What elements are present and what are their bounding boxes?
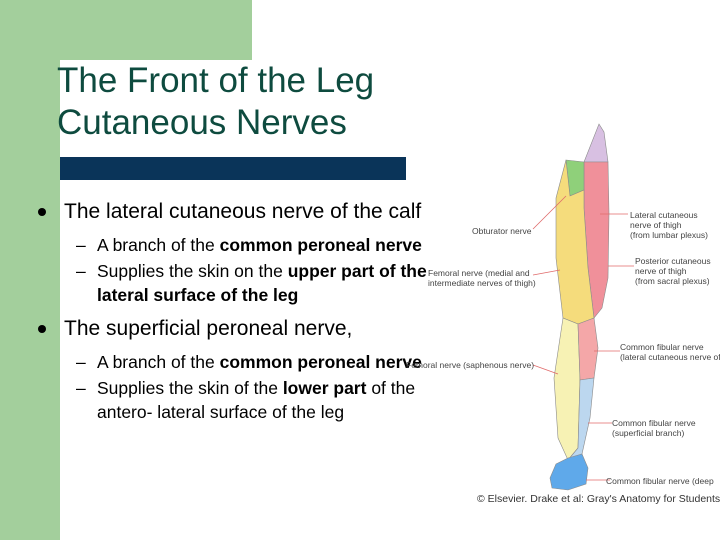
bullet-text-pre: The (64, 317, 107, 340)
label-obturator: Obturator nerve (472, 226, 532, 236)
label-line: Femoral nerve (medial and (428, 268, 530, 278)
bullet-lateral-calf: The lateral cutaneous nerve of the calf … (38, 198, 428, 307)
label-line: nerve of thigh (630, 220, 682, 230)
sub-text-bold: upper part of the lateral surface of the… (97, 261, 427, 305)
label-common-fibular-deep: Common fibular nerve (deep (606, 476, 714, 486)
label-femoral-saphenous: Femoral nerve (saphenous nerve) (406, 360, 535, 370)
accent-bar-left (0, 0, 60, 540)
label-line: intermediate nerves of thigh) (428, 278, 536, 288)
label-femoral-medial: Femoral nerve (medial and intermediate n… (428, 268, 536, 288)
sub-item: –A branch of the common peroneal nerve (64, 350, 428, 374)
page-title: The Front of the Leg Cutaneous Nerves (57, 60, 374, 144)
label-lateral-cutaneous-thigh: Lateral cutaneous nerve of thigh (from l… (630, 210, 708, 240)
leg-illustration (549, 123, 610, 491)
accent-bar-top (60, 0, 252, 60)
title-rule (60, 157, 406, 180)
bullet-text-bold: superficial peroneal nerve, (106, 317, 353, 340)
label-line: Common fibular nerve (612, 418, 696, 428)
sub-text-bold: common peroneal nerve (219, 235, 422, 255)
bullet-text-pre: The (64, 200, 107, 223)
bullet-dot (38, 208, 46, 216)
figure-credit: © Elsevier. Drake et al: Gray's Anatomy … (477, 493, 720, 505)
dash-marker: – (76, 235, 86, 255)
lateral-calf-region (577, 317, 599, 381)
sub-text-pre: Supplies the skin on the (97, 261, 288, 281)
sub-text-pre: Supplies the skin of the (97, 378, 283, 398)
label-line: Lateral cutaneous (630, 210, 698, 220)
bullet-list: The lateral cutaneous nerve of the calf … (38, 198, 428, 432)
sub-text-bold: lower part (282, 378, 367, 398)
dash-marker: – (76, 352, 86, 372)
posterior-thigh-region (583, 123, 609, 163)
deep-region (549, 453, 589, 491)
label-line: Posterior cutaneous (635, 256, 711, 266)
sub-item: –Supplies the skin on the upper part of … (64, 259, 428, 307)
title-line-2: Cutaneous Nerves (57, 103, 347, 142)
label-common-fibular-superficial: Common fibular nerve (superficial branch… (612, 418, 696, 438)
label-posterior-cutaneous-thigh: Posterior cutaneous nerve of thigh (from… (635, 256, 711, 286)
sub-text-pre: A branch of the (97, 352, 220, 372)
sub-item: –A branch of the common peroneal nerve (64, 233, 428, 257)
saphenous-region (553, 317, 581, 461)
label-line: nerve of thigh (635, 266, 687, 276)
label-common-fibular-lateral: Common fibular nerve (lateral cutaneous … (620, 342, 720, 362)
leg-nerve-figure (532, 123, 634, 491)
bullet-text-bold: lateral cutaneous nerve of the calf (106, 200, 422, 223)
sub-list: –A branch of the common peroneal nerve –… (64, 350, 428, 424)
title-line-1: The Front of the Leg (57, 61, 375, 100)
leader-lines (532, 195, 634, 481)
sub-text-pre: A branch of the (97, 235, 220, 255)
dash-marker: – (76, 261, 86, 281)
sub-item: –Supplies the skin of the lower part of … (64, 376, 428, 424)
sub-text-post: of the antero- lateral surface of the le… (97, 378, 416, 422)
sub-text-bold: common peroneal nerve (219, 352, 422, 372)
label-line: (superficial branch) (612, 428, 685, 438)
label-line: Common fibular nerve (620, 342, 704, 352)
bullet-dot (38, 325, 46, 333)
label-line: (lateral cutaneous nerve of calf) (620, 352, 720, 362)
bullet-superficial: The superficial peroneal nerve, –A branc… (38, 315, 428, 424)
label-line: (from sacral plexus) (635, 276, 710, 286)
dash-marker: – (76, 378, 86, 398)
label-line: (from lumbar plexus) (630, 230, 708, 240)
sub-list: –A branch of the common peroneal nerve –… (64, 233, 428, 307)
